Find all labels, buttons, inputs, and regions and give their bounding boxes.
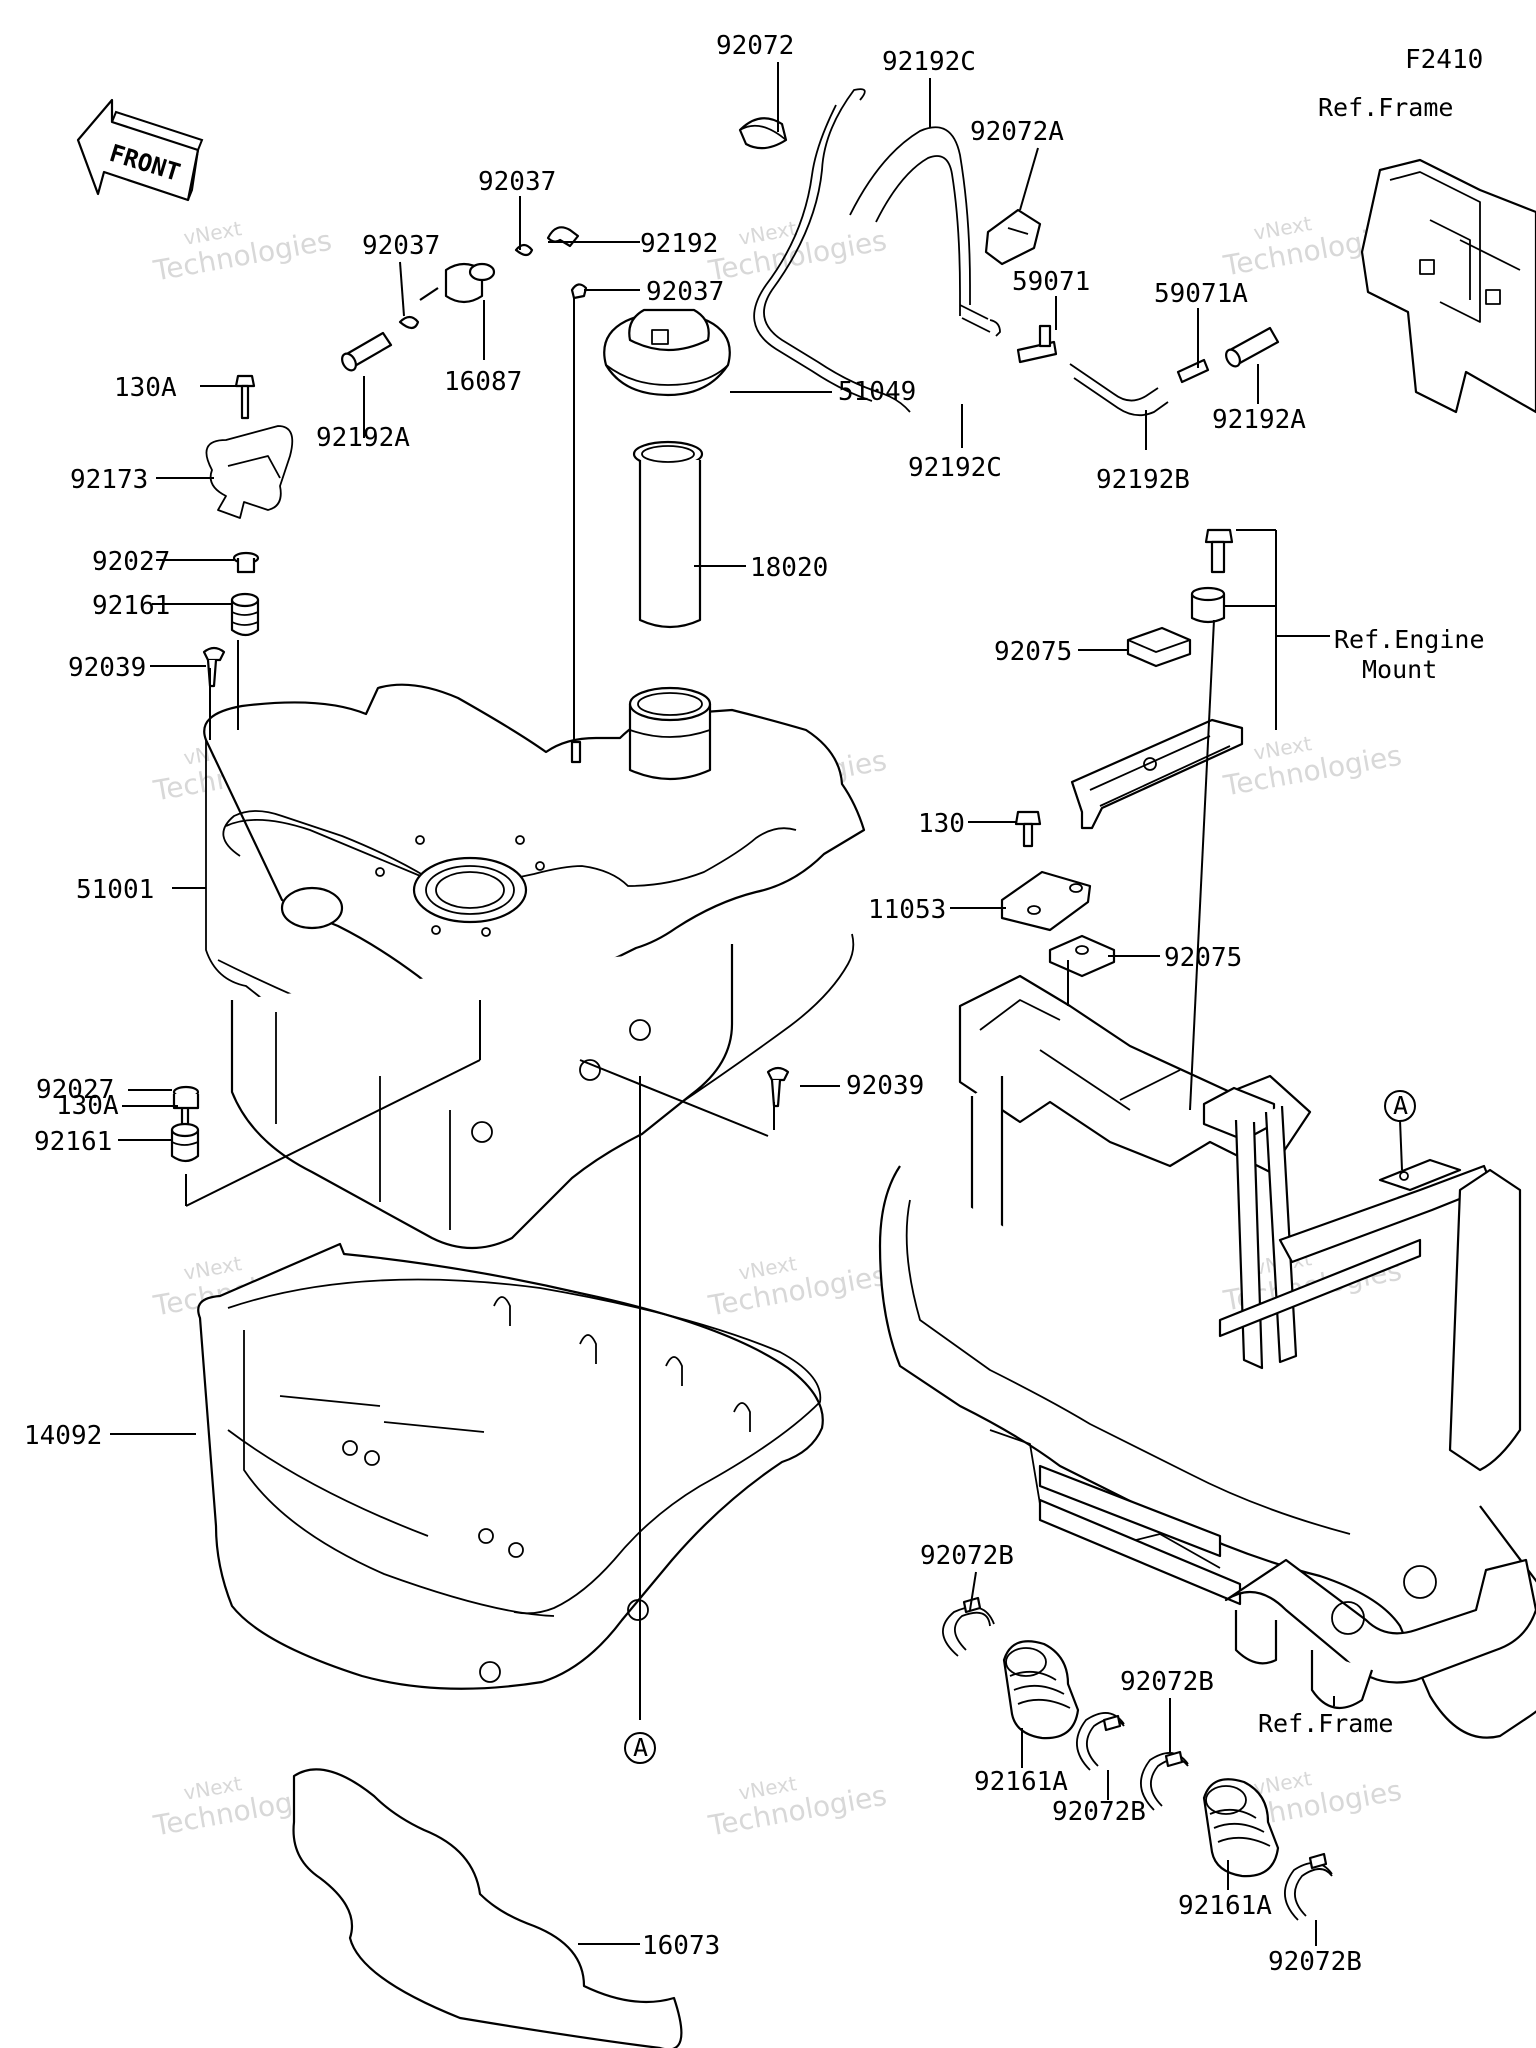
hose-fitting-92192a-right xyxy=(1225,326,1280,368)
part-label: 92161 xyxy=(34,1127,112,1157)
hose-92192 xyxy=(546,226,580,248)
connector-59071a xyxy=(1176,358,1210,384)
bolt-130-right xyxy=(1014,810,1042,848)
part-label: 92039 xyxy=(68,653,146,683)
part-label: 92072B xyxy=(1268,1947,1362,1977)
part-label: 92027 xyxy=(92,547,170,577)
push-rivet-92039-right xyxy=(766,1066,790,1108)
clamp-92072b-3 xyxy=(1140,1750,1189,1811)
grommet-92161-lower xyxy=(170,1122,200,1163)
clamp-92072b-1 xyxy=(942,1596,995,1657)
frame-main xyxy=(878,974,1536,1739)
part-label: 92192C xyxy=(882,47,976,77)
part-label: 92072B xyxy=(920,1541,1014,1571)
frame-bracket-top xyxy=(1360,158,1536,414)
part-label: 51001 xyxy=(76,875,154,905)
hose-92192b xyxy=(1069,363,1169,417)
part-label: 16073 xyxy=(642,1931,720,1961)
boot-92161a-2 xyxy=(1202,1778,1280,1878)
part-label: 92192A xyxy=(1212,405,1306,435)
part-label: 92173 xyxy=(70,465,148,495)
part-label: 18020 xyxy=(750,553,828,583)
ref-frame-bottom: Ref.Frame xyxy=(1258,1709,1393,1738)
part-label: 92161A xyxy=(1178,1891,1272,1921)
fuel-tank-51001 xyxy=(203,683,866,1250)
watermark: vNext Technologies xyxy=(705,216,889,288)
ref-engine-mount-line1: Ref.Engine xyxy=(1334,625,1485,654)
clamp-92072b-4 xyxy=(1284,1852,1333,1921)
part-label: 59071 xyxy=(1012,267,1090,297)
part-label: 92075 xyxy=(1164,943,1242,973)
fuel-cap-51049 xyxy=(603,308,731,397)
part-label: 92161 xyxy=(92,591,170,621)
mount-bolt-upper-right xyxy=(1204,528,1234,574)
watermark: vNext Technologies xyxy=(705,1251,889,1323)
watermark: vNext Technologies xyxy=(705,1771,889,1843)
part-label: 92075 xyxy=(994,637,1072,667)
hose-92192c-lower xyxy=(959,304,1001,337)
watermark: vNext Technologies xyxy=(1220,731,1404,803)
diagram-code: F2410 xyxy=(1405,45,1483,75)
pad-92075-upper xyxy=(1126,626,1192,668)
clamp-92037-left xyxy=(398,315,420,330)
leader-lines xyxy=(110,62,1403,1946)
part-label: 92072B xyxy=(1120,1667,1214,1697)
clamp-92072b-2 xyxy=(1076,1712,1125,1771)
part-label: 92161A xyxy=(974,1767,1068,1797)
part-label: 92192A xyxy=(316,423,410,453)
part-label: 92072B xyxy=(1052,1797,1146,1827)
ref-engine-mount-line2: Mount xyxy=(1362,655,1437,684)
part-labels: 92072 92192C 92072A 92037 92037 92192 92… xyxy=(24,31,1362,1977)
clip-92072 xyxy=(738,117,788,150)
boot-92161a-1 xyxy=(1002,1640,1080,1740)
part-label: 92192 xyxy=(640,229,718,259)
tank-guard-14092 xyxy=(197,1242,824,1690)
fuel-filter-16087 xyxy=(419,262,496,304)
part-label: 92037 xyxy=(478,167,556,197)
washer-92027-upper xyxy=(232,551,260,574)
part-label: 92027 xyxy=(36,1075,114,1105)
ref-marker-a-tank: A xyxy=(624,1732,656,1764)
hose-fitting-92192a xyxy=(341,331,393,372)
heat-shield-16073 xyxy=(292,1768,683,2048)
ref-frame-top: Ref.Frame xyxy=(1318,93,1453,122)
part-label: 59071A xyxy=(1154,279,1248,309)
clamp-92037-upper xyxy=(514,243,534,257)
ref-marker-a-tank-label: A xyxy=(633,1733,648,1762)
ref-marker-a-frame-label: A xyxy=(1393,1091,1408,1120)
hose-92192c-upper xyxy=(753,88,971,413)
part-label: 51049 xyxy=(838,377,916,407)
part-label: 130A xyxy=(114,373,177,403)
push-rivet-92039-upper xyxy=(202,646,226,688)
part-label: 92072 xyxy=(716,31,794,61)
strap-92173 xyxy=(205,425,294,519)
engine-mount-bracket xyxy=(1070,718,1244,830)
part-label: 16087 xyxy=(444,367,522,397)
part-label: 92039 xyxy=(846,1071,924,1101)
part-label: 92192C xyxy=(908,453,1002,483)
washer-92027-lower xyxy=(172,1085,200,1110)
filler-tube-18020 xyxy=(632,440,704,629)
grommet-92161-upper xyxy=(230,592,260,637)
part-label: 92072A xyxy=(970,117,1064,147)
clamp-92037-right xyxy=(570,283,588,300)
t-joint-59071 xyxy=(1016,324,1058,364)
part-label: 92037 xyxy=(646,277,724,307)
watermark: vNext Technologies xyxy=(150,216,334,288)
clip-92072a xyxy=(984,208,1042,266)
part-label: 14092 xyxy=(24,1421,102,1451)
ref-marker-a-frame: A xyxy=(1384,1090,1416,1122)
part-label: 130 xyxy=(918,809,965,839)
plate-11053 xyxy=(1000,870,1092,932)
part-label: 92192B xyxy=(1096,465,1190,495)
part-label: 130A xyxy=(56,1091,119,1121)
collar-upper-right xyxy=(1190,586,1226,624)
bolt-130a-upper xyxy=(234,374,256,420)
part-label: 92037 xyxy=(362,231,440,261)
part-label: 11053 xyxy=(868,895,946,925)
pad-92075-lower xyxy=(1048,934,1116,978)
front-arrow-icon: FRONT xyxy=(76,98,204,202)
